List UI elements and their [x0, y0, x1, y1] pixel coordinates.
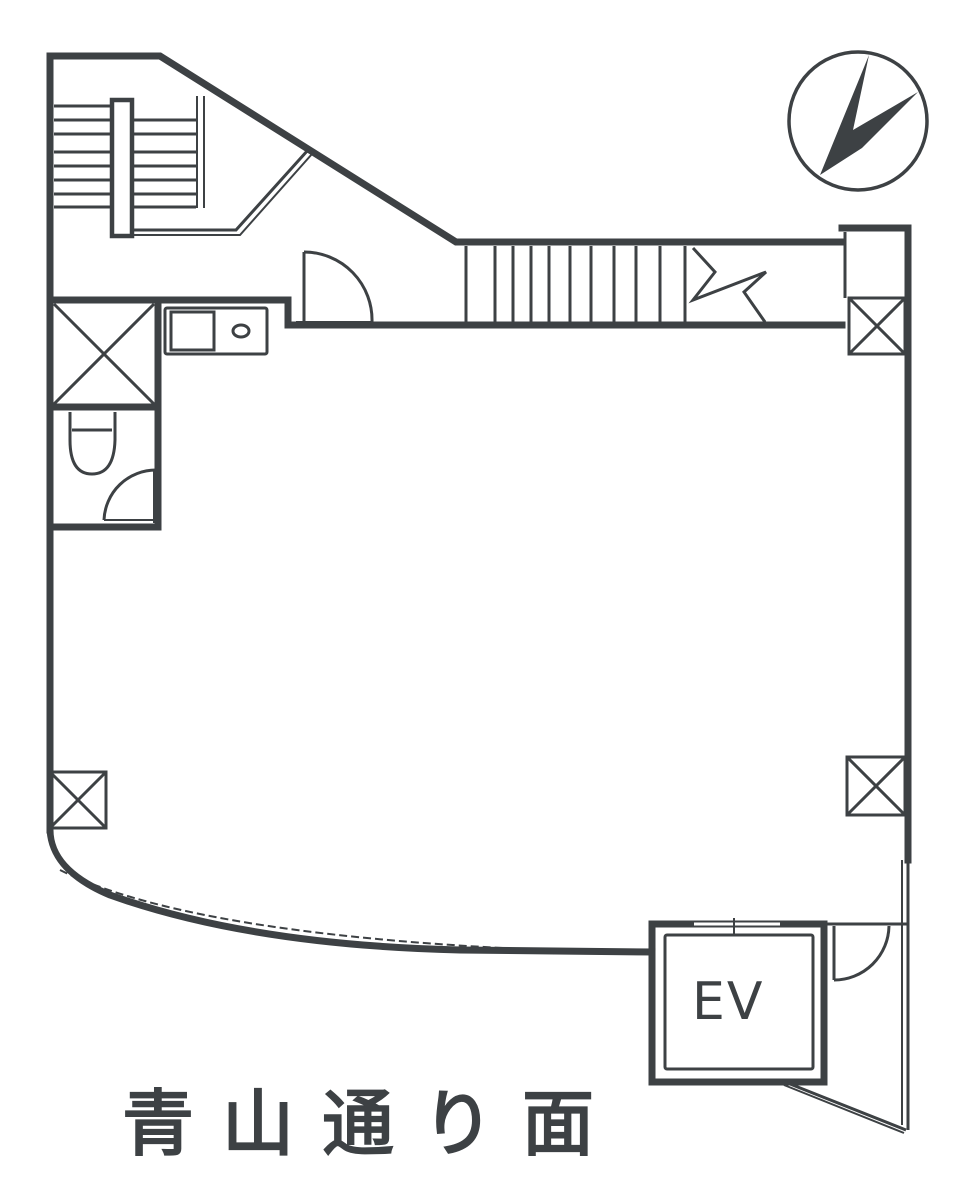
pipe-shaft-lower-left — [48, 770, 108, 830]
staircase-top — [46, 246, 846, 329]
elevator-label: EV — [692, 972, 765, 1032]
service-door[interactable] — [779, 922, 908, 1134]
kitchenette-sink — [163, 306, 269, 356]
pipe-shaft-right — [845, 755, 907, 817]
staircase-upper-left — [54, 96, 313, 239]
elevator — [648, 918, 828, 1086]
pipe-shaft-top-right — [843, 232, 907, 356]
pipe-shaft-left — [52, 302, 156, 406]
north-arrow-icon — [787, 50, 929, 192]
toilet-door[interactable] — [102, 468, 157, 523]
outer-walls — [46, 52, 912, 1130]
street-frontage-label: 青山通り面 — [122, 1082, 623, 1166]
left-service-rooms — [46, 296, 162, 531]
toilet — [68, 412, 117, 476]
entrance-door[interactable] — [296, 250, 374, 324]
